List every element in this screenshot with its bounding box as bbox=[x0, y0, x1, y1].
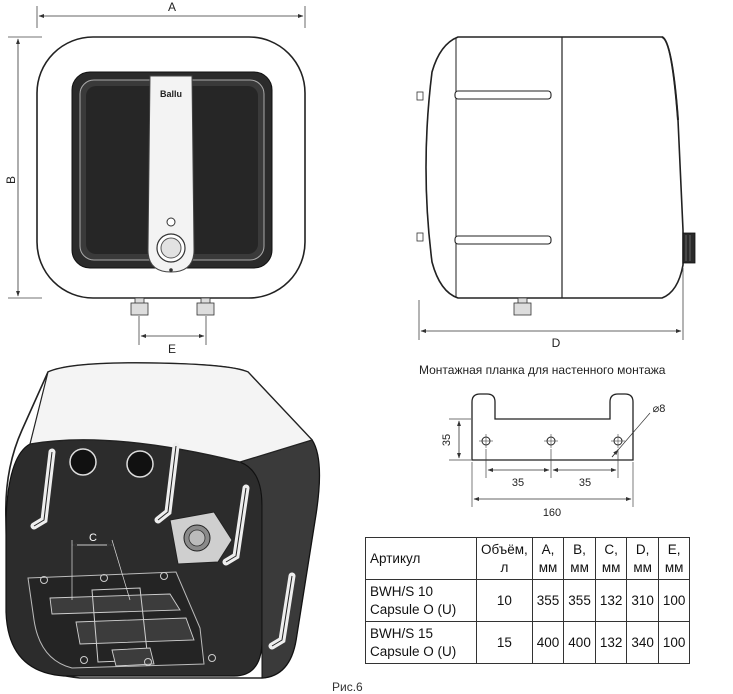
header-e: Е,мм bbox=[657, 537, 691, 580]
dim-hole-diameter: ⌀8 bbox=[653, 403, 666, 415]
header-a: А,мм bbox=[531, 537, 565, 580]
side-view: D bbox=[416, 36, 696, 350]
row-b: 400 bbox=[563, 621, 596, 664]
header-article: Артикул bbox=[365, 537, 477, 580]
indicator-lamp bbox=[166, 217, 176, 227]
dim-c-label: C bbox=[89, 532, 97, 544]
bracket-hole-left bbox=[479, 434, 493, 448]
mount-bar-top bbox=[454, 90, 552, 100]
row-d: 340 bbox=[626, 621, 659, 664]
dim-b-label: B bbox=[4, 176, 18, 184]
front-view: A B Ballu E bbox=[4, 0, 306, 356]
spec-table-header: Артикул Объём,л А,мм В,мм С,мм D,мм Е,мм bbox=[365, 537, 691, 580]
spec-table: Артикул Объём,л А,мм В,мм С,мм D,мм Е,мм… bbox=[365, 537, 691, 664]
pipe-inlet bbox=[130, 302, 149, 316]
iso-outlet-hole bbox=[126, 450, 154, 478]
row-c: 132 bbox=[594, 621, 628, 664]
bracket-hole-center bbox=[544, 434, 558, 448]
bracket-plate bbox=[471, 393, 634, 461]
isometric-rear-view: C bbox=[5, 362, 321, 679]
dim-spacing-left: 35 bbox=[512, 477, 524, 489]
row-a: 355 bbox=[531, 579, 565, 622]
dim-spacing-right: 35 bbox=[579, 477, 591, 489]
side-knob bbox=[682, 232, 696, 264]
row-a: 400 bbox=[531, 621, 565, 664]
figure-caption: Рис.6 bbox=[332, 680, 363, 694]
center-strip bbox=[147, 75, 195, 273]
mounting-bracket: ⌀8 35 35 35 160 bbox=[441, 393, 666, 519]
heater-body-side bbox=[425, 36, 684, 299]
row-c: 132 bbox=[594, 579, 628, 622]
dim-a-label: A bbox=[168, 0, 176, 14]
mount-bar-bottom bbox=[454, 235, 552, 245]
row-e: 100 bbox=[657, 621, 691, 664]
dim-bracket-height: 35 bbox=[441, 434, 453, 446]
header-c: С,мм bbox=[594, 537, 628, 580]
header-volume: Объём,л bbox=[476, 537, 533, 580]
brand-logo: Ballu bbox=[160, 89, 182, 99]
row-d: 310 bbox=[626, 579, 659, 622]
row-b: 355 bbox=[563, 579, 596, 622]
row-volume: 15 bbox=[476, 621, 533, 664]
dim-d-label: D bbox=[552, 336, 561, 350]
header-d: D,мм bbox=[626, 537, 659, 580]
bracket-caption: Монтажная планка для настенного монтажа bbox=[419, 363, 666, 377]
row-volume: 10 bbox=[476, 579, 533, 622]
header-b: В,мм bbox=[563, 537, 596, 580]
row-e: 100 bbox=[657, 579, 691, 622]
iso-inlet-hole bbox=[69, 448, 97, 476]
dim-bracket-width: 160 bbox=[543, 507, 561, 519]
bracket-hole-right bbox=[611, 434, 625, 448]
pipe-outlet bbox=[196, 302, 215, 316]
dim-e-label: E bbox=[168, 342, 176, 356]
